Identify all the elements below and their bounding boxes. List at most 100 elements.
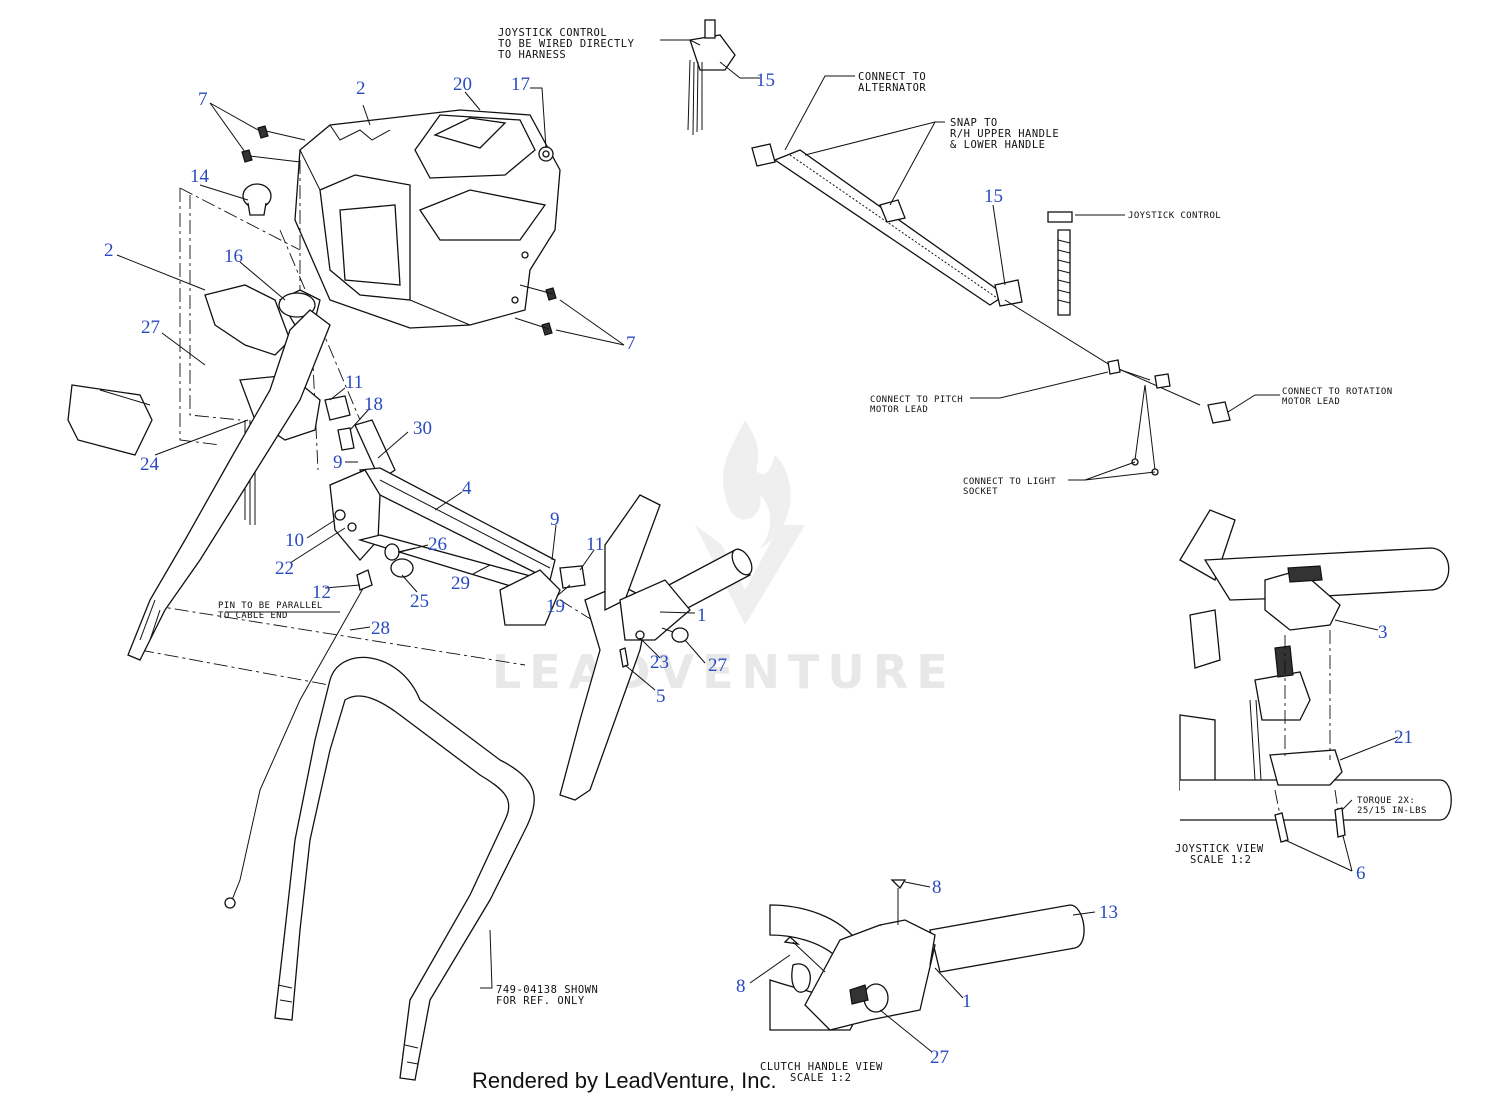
connector-11 — [324, 395, 351, 421]
callout-1-top: 1 — [697, 605, 707, 626]
callout-26: 26 — [428, 534, 447, 555]
svg-text:SNAP TO: SNAP TO — [950, 117, 998, 129]
svg-text:CONNECT TO ROTATION: CONNECT TO ROTATION — [1282, 387, 1393, 397]
left-bracket-plate — [329, 469, 381, 561]
callout-20: 20 — [453, 74, 472, 95]
left-upper-handle — [127, 309, 331, 661]
callout-7-right: 7 — [626, 333, 636, 354]
callout-28: 28 — [371, 618, 390, 639]
svg-text:FOR REF. ONLY: FOR REF. ONLY — [496, 995, 585, 1007]
callout-10: 10 — [285, 530, 304, 551]
connector-19 — [559, 565, 586, 589]
callout-9-left: 9 — [333, 452, 343, 473]
annotation-pitch: CONNECT TO PITCH MOTOR LEAD — [870, 395, 963, 415]
callout-3: 3 — [1378, 622, 1388, 643]
callout-7-top: 7 — [198, 89, 208, 110]
svg-text:25/15 IN-LBS: 25/15 IN-LBS — [1357, 806, 1427, 816]
screw-5 — [619, 647, 629, 668]
callout-15-harness: 15 — [984, 186, 1003, 207]
callout-2-lens: 2 — [104, 240, 114, 261]
joystick-view — [1179, 509, 1452, 843]
callout-22: 22 — [275, 558, 294, 579]
callout-5: 5 — [656, 686, 666, 707]
svg-text:MOTOR LEAD: MOTOR LEAD — [1282, 397, 1340, 407]
annotation-light: CONNECT TO LIGHT SOCKET — [963, 477, 1056, 497]
watermark-text: LEADVENTURE — [492, 645, 956, 699]
clutch-handle-1 — [619, 579, 691, 641]
right-bracket-plate — [499, 569, 561, 626]
callout-21: 21 — [1394, 727, 1413, 748]
leader-lines — [116, 39, 1399, 1053]
callout-15-joystick: 15 — [756, 70, 775, 91]
callout-30: 30 — [413, 418, 432, 439]
callout-16: 16 — [224, 246, 243, 267]
annotation-pin: PIN TO BE PARALLEL TO CABLE END — [218, 601, 323, 621]
callout-29: 29 — [451, 573, 470, 594]
callout-9-right: 9 — [550, 509, 560, 530]
annotation-joystick-harness: JOYSTICK CONTROL TO BE WIRED DIRECTLY TO… — [498, 27, 635, 61]
callout-12: 12 — [312, 582, 331, 603]
callout-2-housing: 2 — [356, 78, 366, 99]
callout-numbers: 2 20 17 15 7 14 2 16 27 11 18 30 9 24 4 … — [104, 70, 1413, 1068]
annotation-clutch-view: CLUTCH HANDLE VIEW SCALE 1:2 — [760, 1061, 883, 1084]
callout-19: 19 — [546, 596, 565, 617]
svg-text:CONNECT TO: CONNECT TO — [858, 71, 926, 83]
clutch-handle-view — [769, 879, 1085, 1031]
callout-27-left: 27 — [141, 317, 160, 338]
callout-25: 25 — [410, 591, 429, 612]
spacer-18 — [337, 427, 355, 451]
fastener-23 — [635, 630, 645, 640]
callout-13: 13 — [1099, 902, 1118, 923]
wiring-harness-15 — [751, 143, 1231, 476]
callout-23: 23 — [650, 652, 669, 673]
svg-text:R/H UPPER HANDLE: R/H UPPER HANDLE — [950, 128, 1059, 140]
svg-text:749-04138 SHOWN: 749-04138 SHOWN — [496, 984, 598, 996]
lower-handle — [274, 656, 535, 1081]
annotation-joystick-control: JOYSTICK CONTROL — [1128, 211, 1221, 221]
knob-14 — [242, 183, 272, 216]
callout-24: 24 — [140, 454, 160, 475]
svg-text:TO BE WIRED DIRECTLY: TO BE WIRED DIRECTLY — [498, 38, 635, 50]
svg-text:CONNECT TO LIGHT: CONNECT TO LIGHT — [963, 477, 1056, 487]
joystick-control-label-post — [1047, 211, 1073, 316]
svg-text:TO HARNESS: TO HARNESS — [498, 49, 566, 61]
callout-11-left: 11 — [345, 372, 363, 393]
svg-text:TORQUE 2X:: TORQUE 2X: — [1357, 796, 1415, 806]
svg-text:& LOWER HANDLE: & LOWER HANDLE — [950, 139, 1046, 151]
callout-27-clutch: 27 — [930, 1047, 949, 1068]
annotation-ref: 749-04138 SHOWN FOR REF. ONLY — [496, 984, 598, 1007]
bolt-26 — [384, 543, 416, 561]
annotation-rotation: CONNECT TO ROTATION MOTOR LEAD — [1282, 387, 1393, 407]
svg-text:SOCKET: SOCKET — [963, 487, 998, 497]
cable-28 — [224, 584, 366, 909]
callout-4: 4 — [462, 478, 472, 499]
svg-text:JOYSTICK VIEW: JOYSTICK VIEW — [1175, 843, 1264, 855]
svg-text:JOYSTICK CONTROL: JOYSTICK CONTROL — [498, 27, 607, 39]
knob-25 — [390, 558, 414, 578]
svg-text:PIN TO BE PARALLEL: PIN TO BE PARALLEL — [218, 601, 323, 611]
annotation-torque: TORQUE 2X: 25/15 IN-LBS — [1357, 796, 1427, 816]
svg-text:TO CABLE END: TO CABLE END — [218, 611, 288, 621]
svg-text:CONNECT TO PITCH: CONNECT TO PITCH — [870, 395, 963, 405]
lever-30 — [354, 419, 396, 481]
callout-8-top: 8 — [932, 877, 942, 898]
callout-1-clutch: 1 — [962, 991, 972, 1012]
callout-11-right: 11 — [586, 534, 604, 555]
svg-text:SCALE 1:2: SCALE 1:2 — [790, 1072, 851, 1084]
svg-text:ALTERNATOR: ALTERNATOR — [858, 82, 926, 94]
callout-8-left: 8 — [736, 976, 746, 997]
joystick-assembly-top — [687, 19, 736, 136]
screw-7 — [241, 125, 557, 336]
pin-27-right — [661, 627, 689, 643]
footer-credit: Rendered by LeadVenture, Inc. — [472, 1068, 777, 1093]
dash-panel-housing — [294, 109, 561, 329]
svg-text:CLUTCH HANDLE VIEW: CLUTCH HANDLE VIEW — [760, 1061, 883, 1073]
annotation-alternator: CONNECT TO ALTERNATOR — [858, 71, 926, 94]
clip-17 — [538, 146, 554, 162]
callout-17: 17 — [511, 74, 530, 95]
annotation-snap: SNAP TO R/H UPPER HANDLE & LOWER HANDLE — [950, 117, 1059, 151]
leadventure-watermark-logo: LEADVENTURE — [492, 420, 956, 699]
svg-text:MOTOR LEAD: MOTOR LEAD — [870, 405, 928, 415]
pin-12 — [356, 569, 373, 591]
